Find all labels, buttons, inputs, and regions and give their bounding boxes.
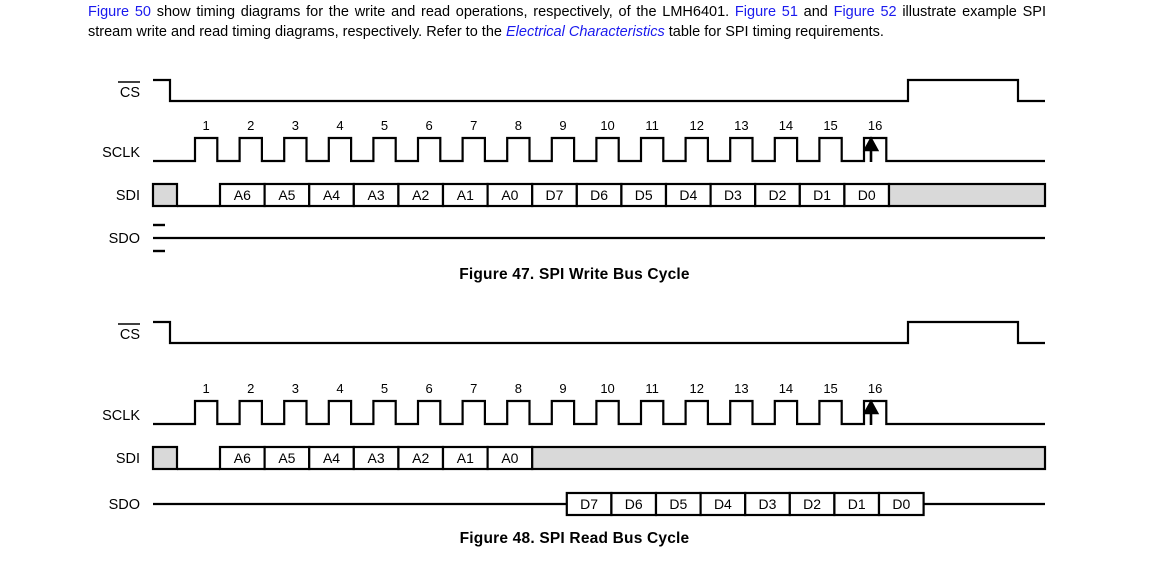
sclk-cycle-number: 7 (470, 118, 477, 133)
sclk-cycle-number: 15 (823, 381, 837, 396)
sclk-cycle-number: 13 (734, 118, 748, 133)
sdi-trailing-hiz-block (531, 445, 1047, 471)
intro-text-3: illustrate example SPI stream write and … (88, 4, 1046, 40)
sclk-cycle-number: 13 (734, 381, 748, 396)
bus-bit-label: D6 (625, 496, 643, 512)
cs-waveform (153, 320, 1045, 345)
bus-bit-label: D5 (669, 496, 687, 512)
latch-edge-arrow-icon (862, 136, 880, 162)
sclk-cycle-number: 10 (600, 118, 614, 133)
bus-bit-label: A3 (368, 187, 385, 203)
sclk-cycle-number: 3 (292, 118, 299, 133)
bus-bit-label: A3 (368, 450, 385, 466)
sclk-cycle-number: 12 (690, 118, 704, 133)
sclk-cycle-number: 15 (823, 118, 837, 133)
signal-label-sdi: SDI (116, 451, 140, 467)
sclk-cycle-number: 7 (470, 381, 477, 396)
sclk-cycle-number: 1 (203, 118, 210, 133)
bus-bit-label: A2 (412, 450, 429, 466)
bus-bit-label: D1 (848, 496, 866, 512)
signal-label-sdo: SDO (109, 497, 140, 513)
sclk-cycle-number: 10 (600, 381, 614, 396)
sdi-trailing-hiz-block (887, 182, 1047, 208)
sclk-cycle-number: 5 (381, 381, 388, 396)
bus-bit-label: A4 (323, 187, 340, 203)
signal-label-sclk: SCLK (102, 145, 140, 161)
sclk-cycle-number: 6 (426, 381, 433, 396)
bus-bit-label: A1 (457, 450, 474, 466)
bus-bit-label: D3 (759, 496, 777, 512)
sclk-cycle-number: 8 (515, 381, 522, 396)
bus-bit-label: D2 (769, 187, 787, 203)
sclk-cycle-number: 4 (336, 381, 343, 396)
sclk-cycle-number: 3 (292, 381, 299, 396)
intro-text-4: table for SPI timing requirements. (664, 24, 884, 40)
bus-bit-label: D0 (858, 187, 876, 203)
bus-bit-label: D6 (590, 187, 608, 203)
bus-bit-label: A5 (278, 187, 295, 203)
bus-bit-label: A6 (234, 450, 251, 466)
bus-bit-label: D2 (803, 496, 821, 512)
sclk-cycle-number: 9 (559, 381, 566, 396)
sdi-leading-hiz-block (151, 182, 179, 208)
sclk-cycle-number: 8 (515, 118, 522, 133)
latch-edge-arrow-icon (862, 399, 880, 425)
sclk-waveform (153, 136, 1045, 163)
intro-text-1: show timing diagrams for the write and r… (150, 4, 735, 20)
figure-50-link[interactable]: Figure 50 (88, 4, 151, 20)
bus-bit-label: A0 (501, 450, 518, 466)
bus-bit-label: A2 (412, 187, 429, 203)
electrical-characteristics-link[interactable]: Electrical Characteristics (506, 24, 665, 40)
signal-label-cs: CS (120, 327, 140, 343)
sclk-cycle-number: 2 (247, 381, 254, 396)
bus-bit-label: D5 (635, 187, 653, 203)
cs-waveform (153, 78, 1045, 103)
bus-bit-label: D1 (813, 187, 831, 203)
sclk-cycle-number: 16 (868, 381, 882, 396)
sclk-cycle-number: 14 (779, 118, 793, 133)
figure-52-link[interactable]: Figure 52 (833, 4, 897, 20)
bus-bit-label: D0 (892, 496, 910, 512)
sclk-cycle-number: 4 (336, 118, 343, 133)
sdi-leading-hiz-block (151, 445, 179, 471)
intro-paragraph: Figure 50 show timing diagrams for the w… (88, 2, 1046, 42)
sclk-cycle-number: 11 (645, 118, 659, 133)
bus-bit-label: A6 (234, 187, 251, 203)
figure-47-caption: Figure 47. SPI Write Bus Cycle (459, 266, 690, 283)
sclk-cycle-number: 6 (426, 118, 433, 133)
sclk-cycle-number: 1 (203, 381, 210, 396)
signal-label-sdo: SDO (109, 231, 140, 247)
figure-48-caption: Figure 48. SPI Read Bus Cycle (459, 530, 690, 547)
bus-bit-label: A5 (278, 450, 295, 466)
signal-label-sclk: SCLK (102, 408, 140, 424)
signal-label-sdi: SDI (116, 188, 140, 204)
bus-bit-label: A1 (457, 187, 474, 203)
sclk-cycle-number: 11 (645, 381, 659, 396)
sclk-cycle-number: 14 (779, 381, 793, 396)
intro-text-2: and (797, 4, 834, 20)
bus-bit-label: D4 (679, 187, 697, 203)
bus-bit-label: D4 (714, 496, 732, 512)
sclk-cycle-number: 5 (381, 118, 388, 133)
bus-bit-label: D7 (580, 496, 598, 512)
sclk-cycle-number: 2 (247, 118, 254, 133)
sclk-cycle-number: 9 (559, 118, 566, 133)
sclk-cycle-number: 12 (690, 381, 704, 396)
bus-bit-label: D7 (546, 187, 564, 203)
sclk-waveform (153, 399, 1045, 426)
figure-51-link[interactable]: Figure 51 (734, 4, 798, 20)
bus-bit-label: A4 (323, 450, 340, 466)
bus-bit-label: A0 (501, 187, 518, 203)
sclk-cycle-number: 16 (868, 118, 882, 133)
signal-label-cs: CS (120, 85, 140, 101)
bus-bit-label: D3 (724, 187, 742, 203)
